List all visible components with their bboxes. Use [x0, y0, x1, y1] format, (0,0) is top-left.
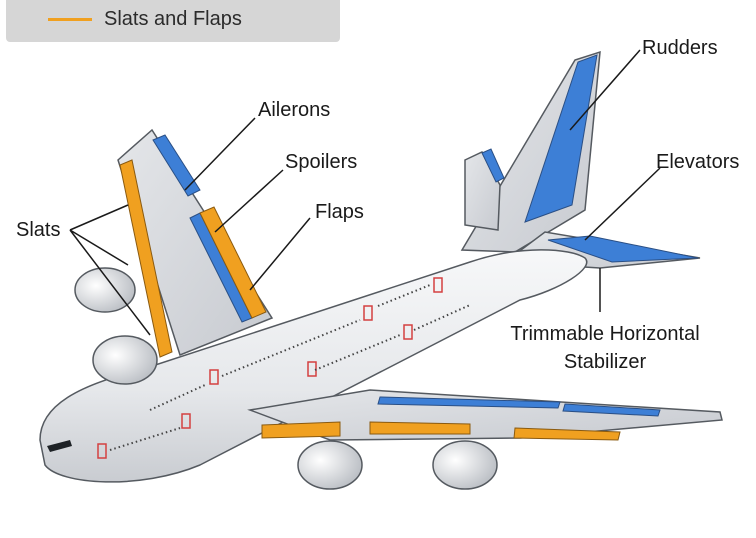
cockpit-windows	[47, 440, 72, 452]
right-flap-surface	[377, 396, 561, 409]
legend-swatch	[48, 17, 92, 21]
slat-surface	[119, 159, 173, 358]
right-slat-surface	[261, 421, 341, 439]
aileron-surface	[152, 134, 201, 197]
legend: Slats and Flaps	[6, 0, 340, 42]
label-spoilers: Spoilers	[285, 151, 358, 173]
right-slat-surface-3	[513, 427, 621, 441]
door-outlines	[97, 277, 443, 459]
label-flaps: Flaps	[315, 201, 364, 223]
label-slats: Slats	[16, 219, 61, 241]
fuselage	[39, 249, 588, 483]
right-wing	[247, 389, 723, 441]
engine	[74, 267, 498, 490]
flap-surface	[199, 206, 267, 319]
label-ailerons: Ailerons	[258, 99, 331, 121]
label-elevators: Elevators	[656, 151, 740, 173]
label-rudders: Rudders	[642, 37, 718, 59]
window-rows	[109, 284, 471, 451]
label-stabilizer-line2: Stabilizer	[563, 351, 647, 373]
leader-lines	[69, 49, 661, 336]
right-slat-surface-2	[369, 421, 471, 435]
far-elevator-surface	[481, 148, 505, 183]
legend-label: Slats and Flaps	[104, 7, 242, 30]
rudder-surface	[524, 54, 598, 223]
legend-item: Slats and Flaps	[48, 6, 242, 32]
elevator-surface	[547, 235, 699, 263]
right-aileron-surface	[562, 403, 661, 417]
label-stabilizer-line1: Trimmable Horizontal	[510, 323, 700, 345]
